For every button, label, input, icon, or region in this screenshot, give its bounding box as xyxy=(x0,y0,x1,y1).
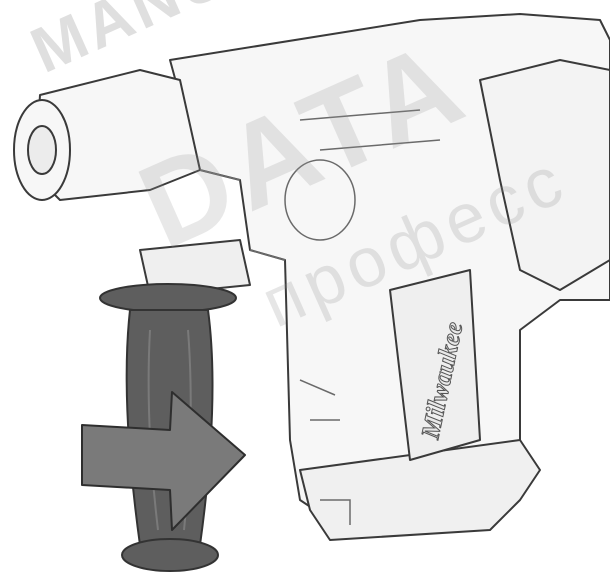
handle-collar xyxy=(139,239,251,296)
battery-pack xyxy=(299,439,541,541)
rear-grip xyxy=(479,59,610,291)
rotate-arrow-icon xyxy=(81,391,246,531)
logo-panel xyxy=(389,269,481,461)
